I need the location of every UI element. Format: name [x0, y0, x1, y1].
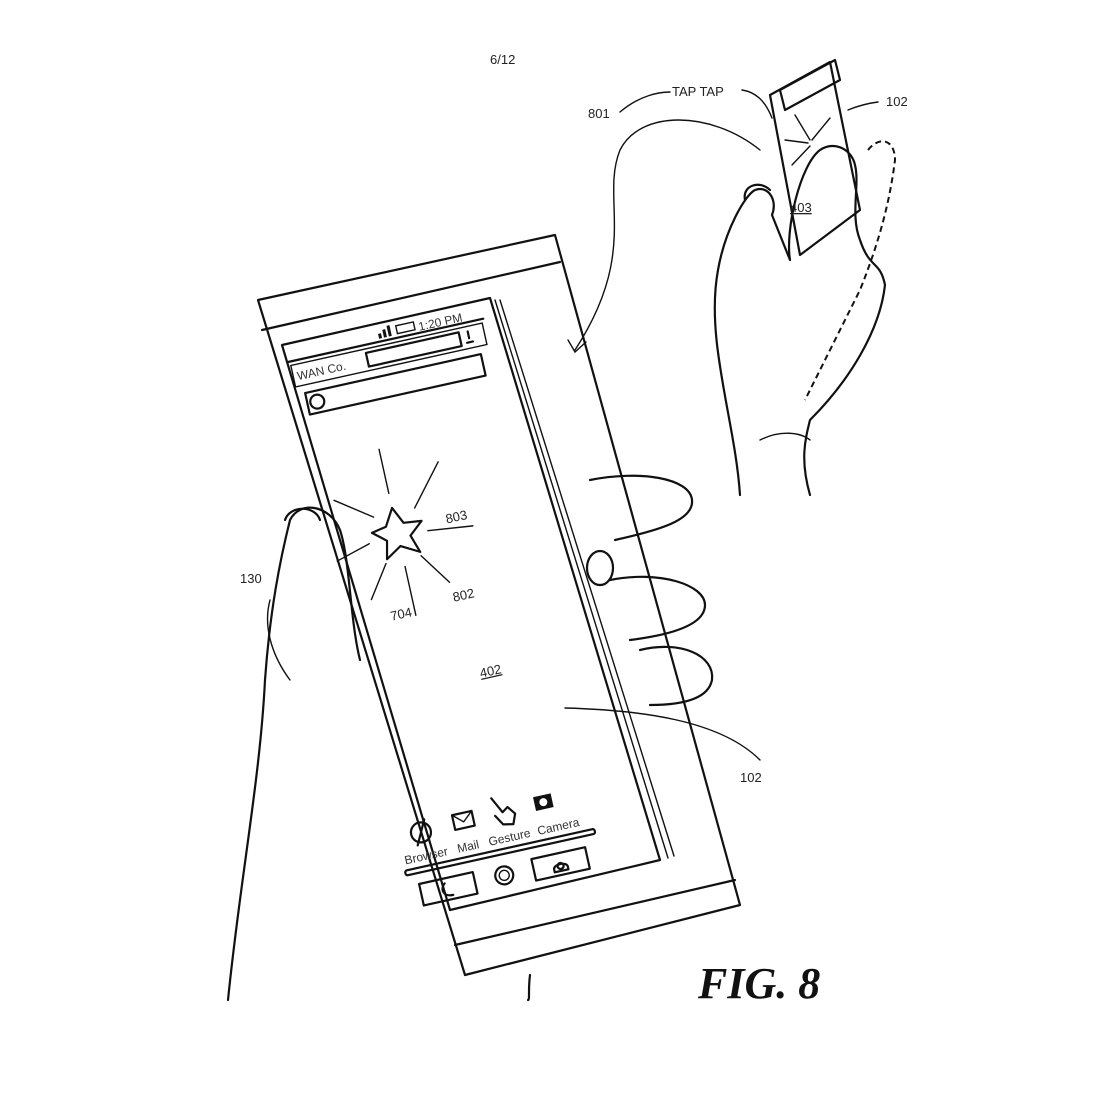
wearable-top — [778, 58, 842, 112]
dock-contact-button[interactable] — [530, 846, 591, 882]
circle-button-icon[interactable] — [309, 393, 326, 410]
tap-tap-label: TAP TAP — [672, 84, 724, 99]
phone-outline — [256, 233, 742, 977]
ref-102-bottom: 102 — [740, 770, 762, 785]
leader-102-top — [847, 101, 879, 111]
tap-burst — [784, 114, 831, 166]
gesture-star — [333, 448, 474, 617]
search-field[interactable] — [364, 331, 463, 368]
screen-edge — [494, 299, 669, 859]
ref-803: 803 — [444, 507, 468, 526]
finger-1 — [588, 474, 694, 542]
screen-edge-2 — [499, 299, 675, 857]
app-label-browser: Browser — [403, 844, 449, 867]
wearable-hand — [567, 58, 897, 497]
app-mail[interactable]: Mail — [450, 809, 481, 856]
holding-hand — [226, 474, 714, 1002]
figure-label: FIG. 8 — [697, 959, 820, 1008]
finger-motion-dashed — [804, 140, 897, 401]
bottom-band — [453, 878, 737, 947]
top-band — [260, 260, 562, 332]
app-gesture[interactable]: Gesture — [480, 792, 533, 849]
ref-102-top: 102 — [886, 94, 908, 109]
globe-icon — [409, 821, 433, 844]
wrist-line — [759, 432, 811, 441]
search-widget — [289, 322, 488, 388]
finger-3 — [638, 645, 714, 707]
screen-outline — [280, 296, 662, 912]
tap-arrow — [741, 89, 773, 119]
status-divider — [286, 317, 485, 364]
mic-icon[interactable] — [465, 330, 475, 344]
ref-402: 402 — [478, 661, 502, 680]
home-circle-icon[interactable] — [494, 865, 515, 886]
dock-divider — [404, 828, 597, 877]
app-label-mail: Mail — [456, 837, 481, 855]
arrow-head — [567, 339, 587, 354]
leader-801 — [574, 119, 761, 351]
url-bar[interactable] — [304, 352, 487, 416]
ref-704: 704 — [389, 604, 413, 623]
contact-icon — [553, 861, 570, 874]
wearable-device — [768, 60, 862, 257]
dock-phone-button[interactable] — [417, 870, 479, 907]
phone-screen: 1:20 PM WAN Co. 803 802 704 402 Bro — [286, 310, 597, 907]
app-label-camera: Camera — [536, 815, 581, 838]
ref-801: 801 — [588, 106, 610, 121]
leader-130 — [266, 599, 291, 681]
thumbnail — [743, 183, 772, 202]
thumb-nail — [283, 507, 322, 522]
leader-tap — [619, 91, 671, 113]
ref-802: 802 — [451, 585, 475, 604]
side-button[interactable] — [585, 549, 615, 587]
leader-102-bottom — [564, 707, 761, 761]
app-label-gesture: Gesture — [487, 826, 532, 849]
app-browser[interactable]: Browser — [397, 816, 449, 868]
phone-icon — [441, 882, 455, 897]
hand-outline — [713, 144, 887, 497]
battery-icon — [394, 321, 416, 335]
phone-device — [256, 233, 742, 977]
envelope-icon — [450, 809, 476, 831]
page-number: 6/12 — [490, 52, 515, 67]
star-icon — [370, 506, 423, 561]
wrist-lower — [526, 973, 532, 1002]
ref-130: 130 — [240, 571, 262, 586]
pointing-hand-icon — [490, 797, 517, 826]
ref-403: 403 — [790, 200, 812, 215]
app-camera[interactable]: Camera — [530, 789, 581, 838]
signal-icon — [378, 325, 392, 339]
